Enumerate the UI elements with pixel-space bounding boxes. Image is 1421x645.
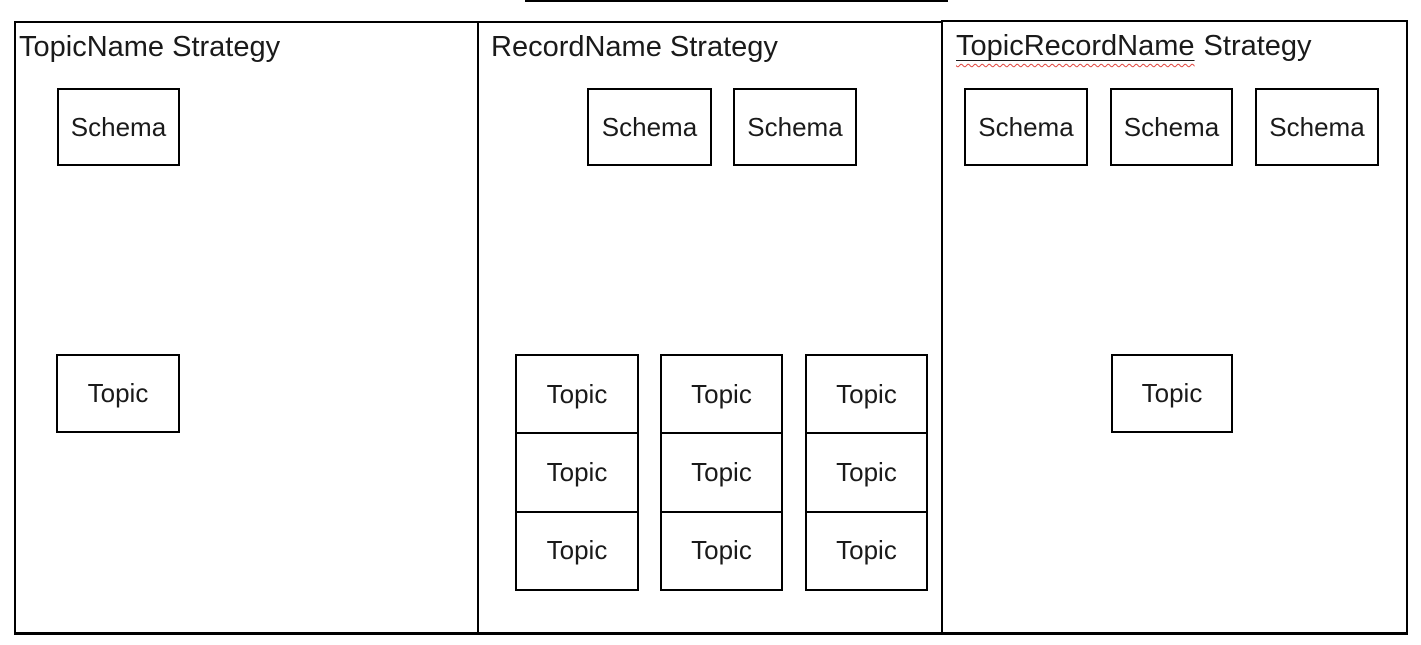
- topic-cell: Topic: [546, 378, 608, 409]
- schema-box: Schema: [733, 88, 857, 166]
- schema-box-label: Schema: [601, 111, 698, 142]
- panel-title-rest: Strategy: [1203, 30, 1312, 62]
- topic-stack: Topic Topic Topic: [805, 354, 928, 591]
- topic-cell: Topic: [662, 432, 781, 510]
- topic-cell: Topic: [807, 432, 926, 510]
- topic-box-label: Topic: [1141, 378, 1203, 408]
- schema-box: Schema: [1255, 88, 1379, 166]
- spellcheck-flagged-word: TopicRecordName: [956, 30, 1195, 62]
- schema-box: Schema: [964, 88, 1088, 166]
- topic-box: Topic: [1111, 354, 1233, 433]
- topic-cell: Topic: [807, 510, 926, 589]
- topic-stack: Topic Topic Topic: [515, 354, 639, 591]
- topic-stack: Topic Topic Topic: [660, 354, 783, 591]
- schema-box-label: Schema: [978, 111, 1074, 142]
- topic-box-label: Topic: [87, 378, 149, 408]
- topic-cell: Topic: [691, 378, 752, 409]
- topic-cell: Topic: [836, 378, 897, 409]
- schema-box-label: Schema: [70, 111, 167, 142]
- schema-box-label: Schema: [747, 111, 843, 142]
- schema-box-label: Schema: [1269, 111, 1365, 142]
- topic-box: Topic: [56, 354, 180, 433]
- cropped-top-edge-line: [525, 0, 948, 2]
- panel-topicname-strategy: TopicName Strategy Schema Topic: [14, 21, 479, 635]
- schema-box: Schema: [57, 88, 180, 166]
- topic-cell: Topic: [662, 510, 781, 589]
- topic-cell: Topic: [517, 432, 637, 510]
- schema-box: Schema: [587, 88, 712, 166]
- panel-title: RecordName Strategy: [491, 31, 778, 63]
- topic-cell: Topic: [517, 510, 637, 589]
- panel-recordname-strategy: RecordName Strategy Schema Schema Topic …: [477, 21, 943, 635]
- schema-box: Schema: [1110, 88, 1233, 166]
- panel-title: TopicName Strategy: [19, 31, 281, 63]
- schema-box-label: Schema: [1123, 111, 1220, 142]
